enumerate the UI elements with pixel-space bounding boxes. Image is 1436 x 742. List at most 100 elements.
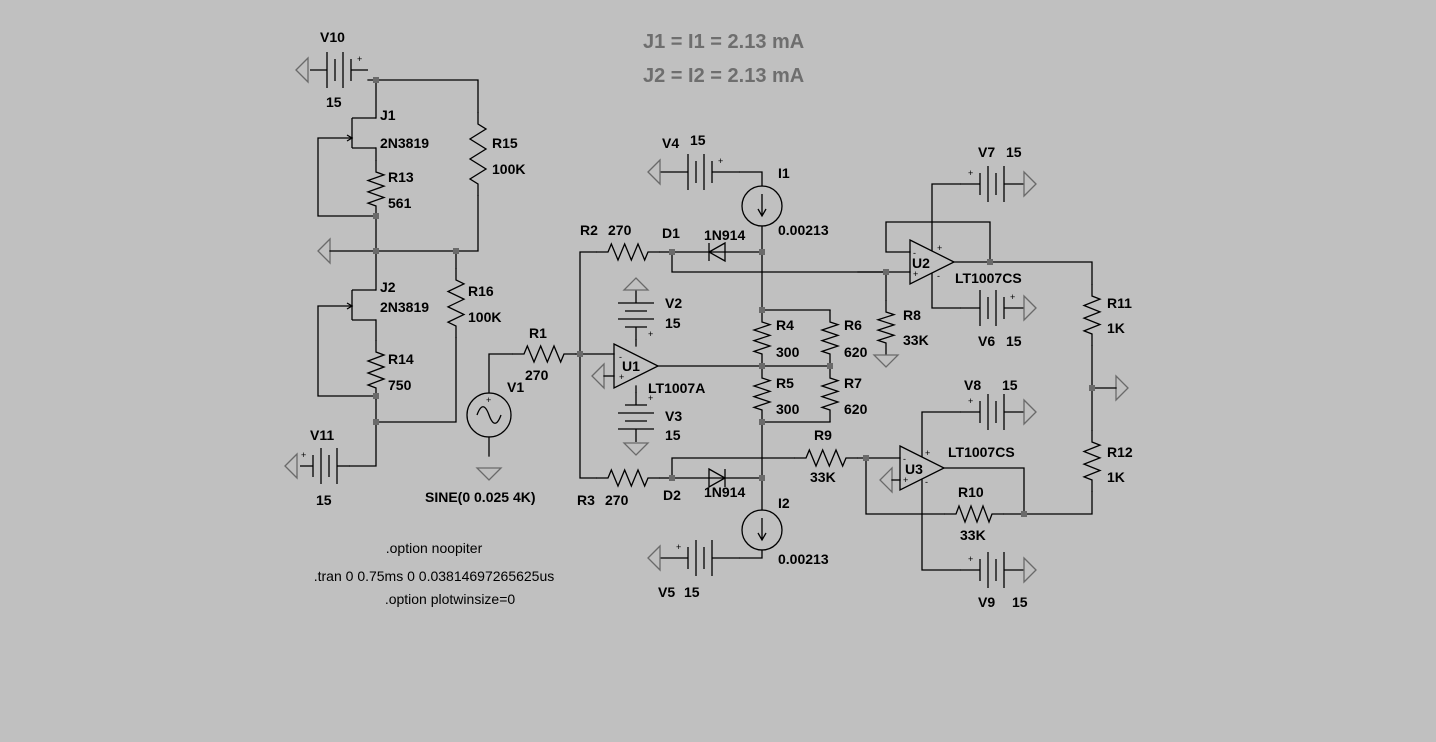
j2-value-label: 2N3819 [380, 299, 429, 315]
v4-ref-label: V4 [662, 135, 679, 151]
plus-mark: + [937, 243, 942, 253]
ground-arrow [1023, 170, 1037, 198]
minus-mark: - [619, 352, 622, 362]
junction-dot [373, 248, 379, 254]
v5-ref-label: V5 [658, 584, 675, 600]
down-arrow-icon [757, 518, 767, 542]
i2-current-source[interactable]: I20.00213 [741, 495, 829, 567]
opamp-triangle [613, 342, 660, 390]
r7-value-label: 620 [844, 401, 868, 417]
r14-resistor[interactable]: R14 750 [366, 340, 414, 400]
wire [931, 273, 961, 309]
minus-mark: - [913, 248, 916, 258]
diode-triangle [707, 241, 726, 263]
plus-mark: + [718, 156, 723, 166]
ground-symbol [1023, 398, 1037, 426]
junction-dot [373, 77, 379, 83]
zigzag [1082, 284, 1102, 346]
i1-current-source[interactable]: I10.00213 [741, 165, 829, 238]
ground-symbol [284, 452, 298, 480]
d1-value-label: 1N914 [704, 227, 745, 243]
v6-ref-label: V6 [978, 333, 995, 349]
v6-value-label: 15 [1006, 333, 1022, 349]
d2-ref-label: D2 [663, 487, 681, 503]
r10-ref-label: R10 [958, 484, 984, 500]
zigzag [366, 340, 386, 400]
plus-mark: + [619, 372, 624, 382]
v9-ref-label: V9 [978, 594, 995, 610]
v1-value-label: SINE(0 0.025 4K) [425, 489, 536, 505]
r12-value-label: 1K [1107, 469, 1125, 485]
zigzag [875, 300, 897, 355]
r3-ref-label: R3 [577, 492, 595, 508]
wire [739, 549, 763, 559]
down-arrow-icon [757, 194, 767, 218]
r1-ref-label: R1 [529, 325, 547, 341]
wires [317, 79, 1117, 571]
ground-symbol [879, 466, 893, 494]
i2-ref-label: I2 [778, 495, 790, 511]
r9-value-label: 33K [810, 469, 836, 485]
r14-value-label: 750 [388, 377, 412, 393]
v11-value-label: 15 [316, 492, 332, 508]
r7-ref-label: R7 [844, 375, 862, 391]
plus-mark: + [1010, 292, 1015, 302]
diode-triangle [708, 467, 727, 489]
plus-mark: + [486, 395, 491, 405]
junction-dot [1089, 385, 1095, 391]
v4-value-label: 15 [690, 132, 706, 148]
ground-symbol [295, 56, 309, 84]
v11-ref-label: V11 [310, 427, 334, 443]
ground-arrow [872, 354, 900, 368]
wire [865, 457, 945, 515]
wire [367, 79, 479, 113]
v7-value-label: 15 [1006, 144, 1022, 160]
j1-value-label: 2N3819 [380, 135, 429, 151]
wire [921, 479, 961, 571]
r3-resistor[interactable]: R3 270 [577, 468, 660, 508]
r14-ref-label: R14 [388, 351, 414, 367]
r2-ref-label: R2 [580, 222, 598, 238]
junction-dot [759, 475, 765, 481]
v6-battery[interactable]: + V6 15 [960, 290, 1024, 349]
plus-mark: + [903, 475, 908, 485]
v4-battery[interactable]: + V4 15 [660, 132, 740, 190]
r7-resistor[interactable]: R7 620 [819, 366, 868, 422]
r3-value-label: 270 [605, 492, 629, 508]
zigzag [512, 344, 576, 364]
junction-dot [883, 269, 889, 275]
wire [375, 337, 457, 423]
junction-dot [759, 419, 765, 425]
ground-symbol [872, 354, 900, 368]
